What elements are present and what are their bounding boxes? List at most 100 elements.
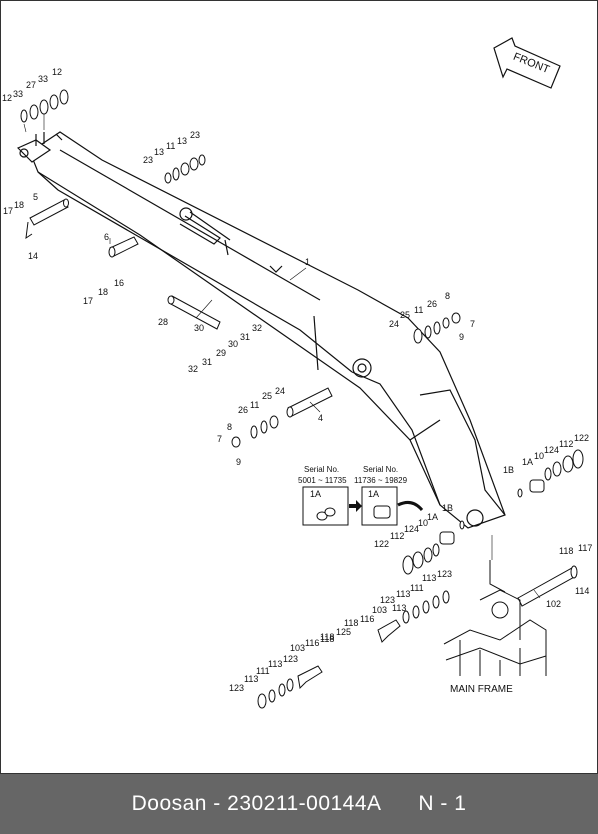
- callout: 29: [216, 348, 226, 358]
- washer-stack-top-mid: [164, 154, 206, 184]
- callout: 23: [190, 130, 200, 140]
- callout: 9: [459, 332, 464, 342]
- callout: 26: [427, 299, 437, 309]
- callout: 1B: [503, 465, 514, 475]
- callout-labels: 12 33 27 33 12 23 13 11 13 23 17 18 5 14…: [2, 67, 592, 693]
- callout: 32: [252, 323, 262, 333]
- callout: 111: [410, 583, 424, 593]
- callout: 16: [114, 278, 124, 288]
- callout: 102: [546, 599, 561, 609]
- callout: 11: [250, 400, 259, 410]
- callout: 113: [422, 573, 436, 583]
- callout: 118: [320, 634, 334, 644]
- boom-body: [16, 131, 506, 529]
- callout: 113: [392, 603, 406, 613]
- callout: 8: [227, 422, 232, 432]
- bushing-stack-lower: [402, 520, 465, 575]
- pin-5: [25, 198, 69, 240]
- boom-parts-diagram: FRONT: [2, 37, 592, 709]
- serial-right-part: 1A: [368, 489, 379, 499]
- callout: 5: [33, 192, 38, 202]
- callout: 27: [26, 80, 36, 90]
- callout: 6: [104, 232, 109, 242]
- callout: 4: [318, 413, 323, 423]
- callout: 17: [83, 296, 93, 306]
- callout: 112: [559, 439, 573, 449]
- callout: 118: [559, 546, 573, 556]
- callout: 25: [400, 310, 410, 320]
- pin-4: [286, 387, 333, 418]
- callout: 113: [396, 589, 410, 599]
- footer-bar: Doosan - 230211-00144A N - 1: [0, 774, 598, 834]
- serial-right-title: Serial No.: [363, 465, 398, 474]
- callout: 10: [418, 518, 428, 528]
- callout: 123: [283, 654, 298, 664]
- callout: 1: [305, 257, 310, 267]
- callout: 8: [445, 291, 450, 301]
- callout: 17: [3, 206, 13, 216]
- callout: 30: [228, 339, 238, 349]
- callout: 10: [534, 451, 544, 461]
- callout: 118: [320, 632, 334, 642]
- main-frame-label: MAIN FRAME: [450, 684, 513, 695]
- washer-stack-top-left: [20, 89, 69, 123]
- callout: 122: [574, 433, 589, 443]
- callout: 13: [154, 147, 164, 157]
- serial-arrow: [349, 500, 362, 512]
- callout: 1A: [522, 457, 533, 467]
- callout: 31: [240, 332, 250, 342]
- callout: 113: [244, 674, 258, 684]
- callout: 11: [166, 141, 175, 151]
- callout: 11: [414, 305, 423, 315]
- callout: 111: [256, 666, 270, 676]
- bracket-103-lower: [297, 665, 323, 690]
- front-arrow: FRONT: [493, 37, 561, 89]
- washer-stack-right: [413, 312, 461, 344]
- callout: 31: [202, 357, 212, 367]
- callout: 33: [13, 89, 23, 99]
- callout: 18: [14, 200, 24, 210]
- pin-28: [167, 295, 221, 330]
- washer-stack-lower-mid: [402, 590, 450, 624]
- callout: 26: [238, 405, 248, 415]
- callout: 113: [268, 659, 282, 669]
- diagram-frame: [0, 0, 598, 774]
- callout: 12: [2, 93, 12, 103]
- callout: 118: [344, 618, 358, 628]
- bushing-stack-upper-right: [517, 449, 584, 498]
- callout: 124: [544, 445, 559, 455]
- callout: 9: [236, 457, 241, 467]
- serial-left-range: 5001 ~ 11735: [298, 476, 347, 485]
- serial-left-part: 1A: [310, 489, 321, 499]
- callout: 123: [229, 683, 244, 693]
- pin-6: [108, 236, 139, 258]
- callout: 13: [177, 136, 187, 146]
- washer-stack-lower-left: [257, 678, 294, 709]
- serial-left-title: Serial No.: [304, 465, 339, 474]
- callout: 123: [380, 595, 395, 605]
- callout: 112: [390, 531, 404, 541]
- callout: 32: [188, 364, 198, 374]
- callout: 122: [374, 539, 389, 549]
- callout: 1B: [442, 503, 453, 513]
- leader-lines: [23, 114, 541, 599]
- callout: 123: [437, 569, 452, 579]
- serial-right-range: 11736 ~ 19829: [354, 476, 408, 485]
- bracket-103-upper: [377, 619, 401, 643]
- callout: 23: [143, 155, 153, 165]
- callout: 117: [578, 543, 592, 553]
- callout: 125: [336, 627, 351, 637]
- pin-102: [517, 565, 578, 607]
- serial-box-right: Serial No. 11736 ~ 19829 1A: [354, 465, 424, 526]
- callout: 7: [217, 434, 222, 444]
- callout: 28: [158, 317, 168, 327]
- callout: 116: [360, 614, 374, 624]
- callout: 24: [389, 319, 399, 329]
- callout: 14: [28, 251, 38, 261]
- callout: 103: [372, 605, 387, 615]
- callout: 114: [575, 586, 589, 596]
- callout: 7: [470, 319, 475, 329]
- main-frame-sketch: [443, 560, 547, 676]
- callout: 18: [98, 287, 108, 297]
- callout: 1A: [427, 512, 438, 522]
